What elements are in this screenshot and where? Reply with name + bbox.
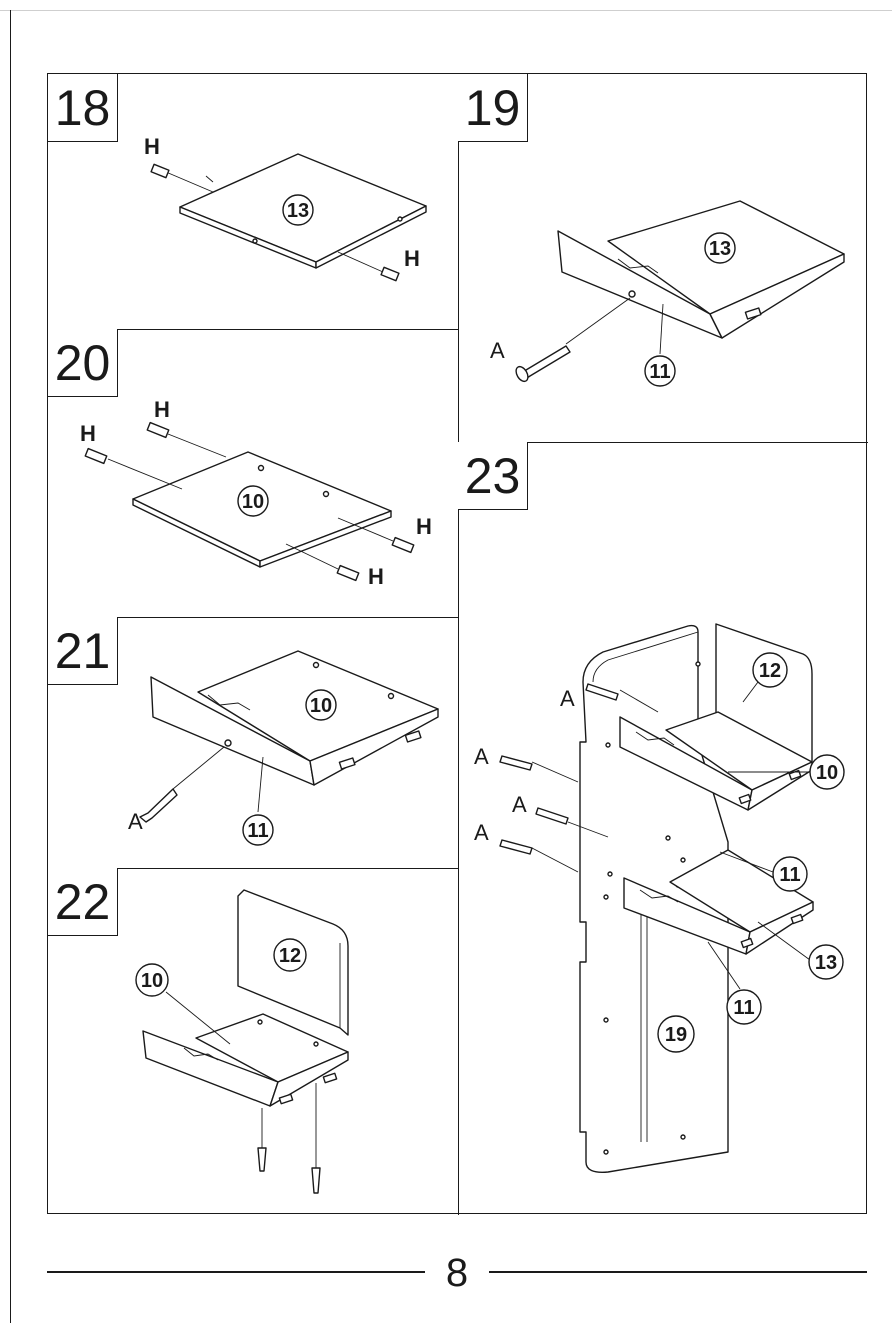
footer-rule-left bbox=[47, 1271, 425, 1273]
screw-a bbox=[140, 789, 177, 822]
screw-a bbox=[536, 808, 568, 824]
label-screw-a: A bbox=[560, 686, 575, 711]
label-dowel-h: H bbox=[154, 397, 170, 422]
step-19-panel: 19 A 13 11 bbox=[458, 74, 868, 442]
screw-a bbox=[500, 756, 532, 770]
label-screw-a: A bbox=[512, 792, 527, 817]
screw bbox=[312, 1168, 320, 1193]
part-10-label: 10 bbox=[141, 970, 163, 992]
step-22-panel: 22 12 10 bbox=[48, 868, 458, 1215]
dowel-4 bbox=[337, 566, 359, 581]
step-22-illustration: 12 10 bbox=[48, 868, 458, 1215]
part-19-label: 19 bbox=[665, 1024, 687, 1046]
part-11-label: 11 bbox=[247, 820, 268, 842]
footer-rule-right bbox=[489, 1271, 867, 1273]
label-dowel-h: H bbox=[368, 564, 384, 589]
label-screw-a: A bbox=[474, 744, 489, 769]
step-20-illustration: H H H H 10 bbox=[48, 329, 458, 617]
page-top-border bbox=[0, 10, 892, 11]
dowel-guide-left bbox=[206, 176, 213, 182]
dowel-left bbox=[151, 164, 169, 177]
label-dowel-h: H bbox=[144, 134, 160, 159]
screw bbox=[258, 1148, 266, 1171]
part-10-label: 10 bbox=[310, 695, 332, 717]
part-13-label: 13 bbox=[287, 200, 309, 222]
label-screw-a: A bbox=[128, 809, 143, 834]
step-18-panel: 18 H H 13 bbox=[48, 74, 458, 329]
step-20-panel: 20 H H H H 10 bbox=[48, 329, 458, 617]
part-12-label: 12 bbox=[759, 660, 781, 682]
label-dowel-h: H bbox=[80, 421, 96, 446]
instruction-grid: 18 H H 13 19 bbox=[47, 73, 867, 1214]
dowel-right bbox=[381, 267, 399, 280]
part-13-label: 13 bbox=[709, 238, 731, 260]
dowel-1 bbox=[85, 449, 107, 464]
label-screw-a: A bbox=[490, 338, 505, 363]
dowel-3 bbox=[392, 538, 414, 553]
part-12-label: 12 bbox=[279, 945, 301, 967]
step-21-illustration: A 10 11 bbox=[48, 617, 458, 868]
part-11-label: 11 bbox=[733, 997, 754, 1019]
part-11-label: 11 bbox=[779, 864, 800, 886]
label-dowel-h: H bbox=[404, 246, 420, 271]
step-19-illustration: A 13 11 bbox=[458, 74, 868, 442]
page-left-border bbox=[10, 10, 11, 1323]
step-23-panel: 23 bbox=[458, 442, 868, 1215]
step-23-illustration: A A A A 12 10 11 13 11 19 bbox=[458, 442, 868, 1215]
page-number: 8 bbox=[425, 1248, 489, 1298]
screw-a bbox=[500, 840, 532, 854]
step-21-panel: 21 A 10 11 bbox=[48, 617, 458, 868]
part-11-label: 11 bbox=[649, 361, 670, 383]
dowel-2 bbox=[147, 423, 169, 438]
part-13-label: 13 bbox=[815, 952, 837, 974]
label-dowel-h: H bbox=[416, 514, 432, 539]
step-18-illustration: H H 13 bbox=[48, 74, 458, 329]
part-10-label: 10 bbox=[242, 491, 264, 513]
label-screw-a: A bbox=[474, 820, 489, 845]
part-10-label: 10 bbox=[816, 762, 838, 784]
